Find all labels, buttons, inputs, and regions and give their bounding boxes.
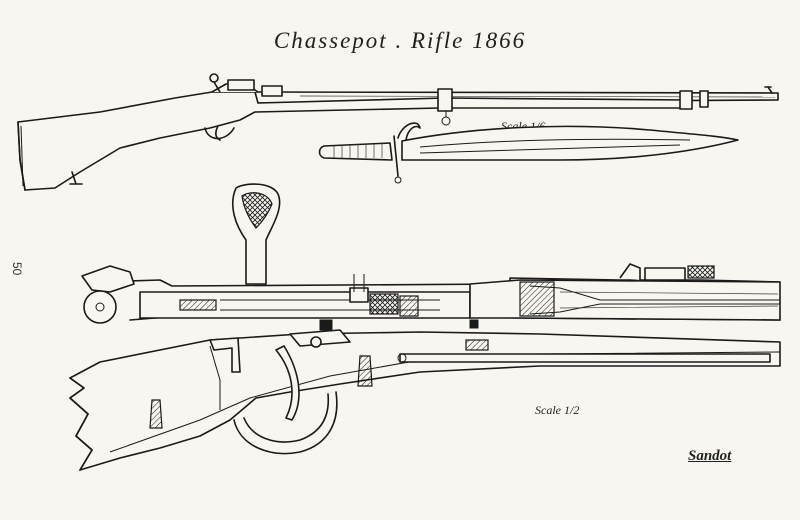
sabre-bayonet-icon xyxy=(318,122,739,184)
page-title: Chassepot . Rifle 1866 xyxy=(273,28,527,53)
breech-mechanism-cutaway-icon xyxy=(69,183,781,471)
scale-label-bottom: Scale 1/2 xyxy=(535,403,580,417)
artist-signature: Sandot xyxy=(688,448,732,464)
rifle-icon xyxy=(17,73,779,191)
